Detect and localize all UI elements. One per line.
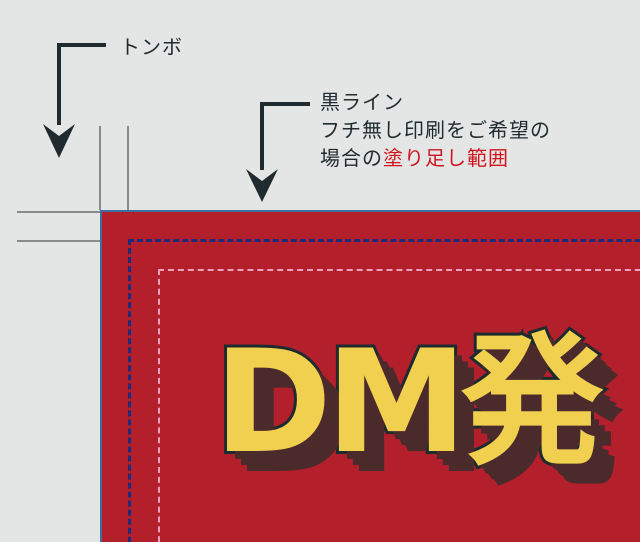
- bleed-label-highlight: 塗り足し範囲: [383, 146, 509, 170]
- safe-area-guide-line: [158, 269, 640, 542]
- bleed-annotation: 黒ライン フチ無し印刷をご希望の 場合の塗り足し範囲: [320, 88, 551, 172]
- bleed-label-line3: 場合の塗り足し範囲: [320, 144, 551, 172]
- crop-mark-horizontal-outer: [17, 211, 101, 213]
- tombo-label: トンボ: [120, 35, 183, 59]
- bleed-label-prefix: 場合の: [320, 146, 383, 170]
- tombo-arrow-icon: [43, 43, 106, 158]
- artwork-area: DM発: [100, 210, 640, 542]
- bleed-label-line1: 黒ライン: [320, 90, 404, 114]
- headline-text: DM発: [211, 320, 606, 485]
- crop-mark-horizontal-inner: [17, 240, 101, 242]
- bleed-arrow-icon: [246, 102, 310, 202]
- crop-mark-vertical-inner: [127, 126, 129, 210]
- bleed-guide-line: [128, 239, 640, 542]
- crop-mark-vertical-outer: [99, 126, 101, 210]
- bleed-label-line2: フチ無し印刷をご希望の: [320, 118, 551, 142]
